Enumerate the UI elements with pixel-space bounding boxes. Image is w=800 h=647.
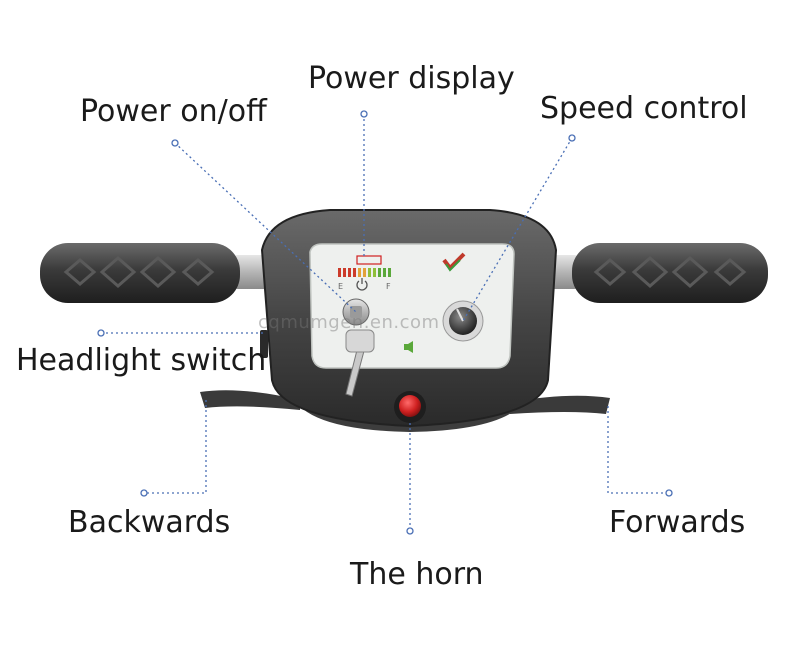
- leader-backwards: [144, 400, 207, 494]
- dot-speed-control: [568, 134, 576, 142]
- gauge-full-letter: F: [386, 282, 391, 291]
- label-horn: The horn: [350, 557, 484, 592]
- dot-backwards: [140, 489, 148, 497]
- left-handle-grip: [40, 243, 240, 303]
- label-speed-control: Speed control: [540, 91, 748, 126]
- dot-power-onoff: [171, 139, 179, 147]
- leader-power-onoff: [174, 142, 357, 313]
- power-display: E F: [338, 255, 391, 291]
- forwards-lever: [510, 395, 610, 414]
- dot-headlight: [97, 329, 105, 337]
- callout-dots: [97, 110, 673, 535]
- label-backwards: Backwards: [68, 505, 231, 540]
- battery-level-bars: [338, 268, 391, 277]
- key-head: [345, 329, 375, 353]
- leader-forwards: [607, 406, 669, 494]
- backwards-lever: [200, 390, 300, 410]
- horn-button[interactable]: [394, 391, 426, 423]
- leader-speed-control: [462, 137, 573, 322]
- brand-mark-icon: [442, 252, 466, 272]
- speaker-icon: [404, 341, 413, 353]
- power-key-switch[interactable]: [342, 298, 375, 397]
- label-power-display: Power display: [308, 61, 515, 96]
- label-power-onoff: Power on/off: [80, 94, 267, 129]
- headlight-switch[interactable]: [260, 330, 268, 358]
- gauge-empty-letter: E: [338, 282, 343, 291]
- right-handle-grip: [572, 243, 768, 303]
- callout-leader-lines: [101, 114, 669, 531]
- left-bar-stub: [232, 255, 272, 289]
- power-icon: [356, 278, 368, 291]
- dot-horn: [406, 527, 414, 535]
- dot-forwards: [665, 489, 673, 497]
- watermark-text: cqmumgen.en.com: [258, 312, 440, 333]
- label-headlight-switch: Headlight switch: [16, 343, 267, 378]
- label-forwards: Forwards: [609, 505, 746, 540]
- brand-mark-accent-icon: [445, 259, 461, 272]
- speed-control-knob[interactable]: [442, 300, 484, 342]
- dot-power-display: [360, 110, 368, 118]
